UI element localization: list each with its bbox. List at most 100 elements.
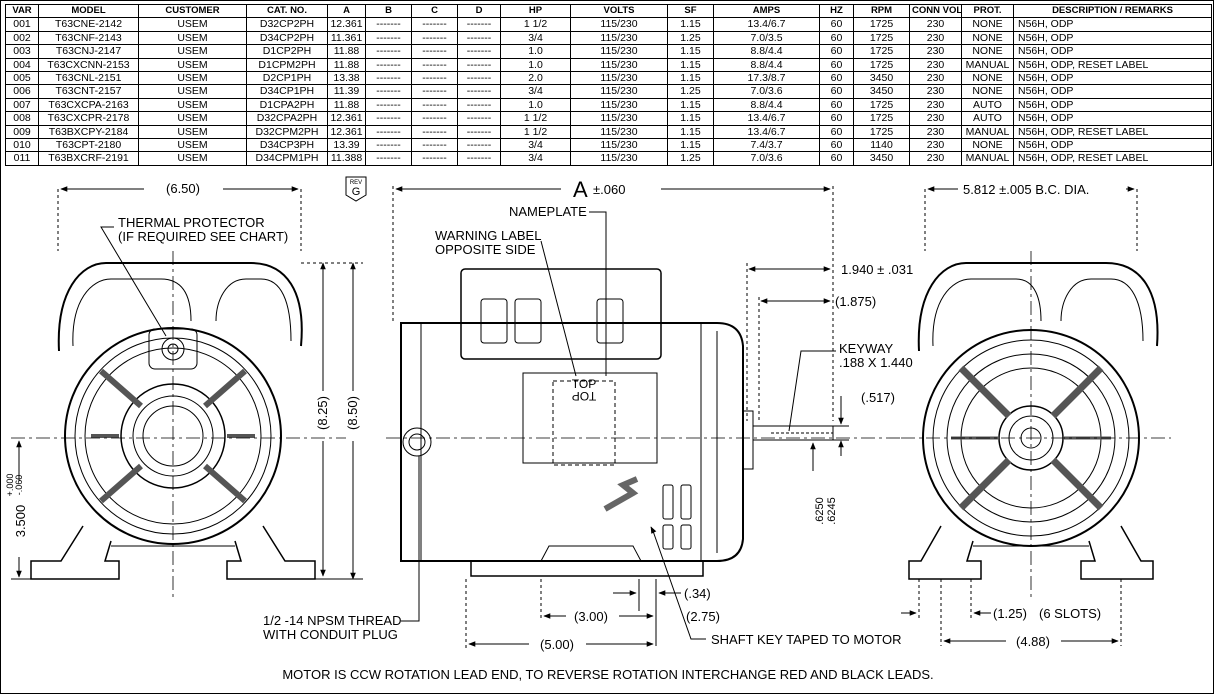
column-header: C [411, 3, 458, 19]
keyway-size-label: .188 X 1.440 [839, 355, 913, 370]
warning-label-line1: WARNING LABEL [435, 228, 541, 243]
table-cell: ------- [457, 30, 501, 46]
column-header: CAT. NO. [246, 3, 328, 19]
top-label: TOP [572, 377, 596, 391]
table-cell: USEM [138, 71, 247, 86]
table-cell: MANUAL [961, 124, 1014, 140]
table-cell: USEM [138, 124, 247, 140]
table-cell: 230 [909, 97, 962, 113]
column-header: VAR [5, 3, 39, 19]
table-cell: ------- [457, 111, 501, 126]
table-cell: 11.88 [327, 44, 366, 59]
side-view-labels: A ±.060 NAMEPLATE WARNING LABEL OPPOSITE… [263, 177, 913, 652]
table-cell: ------- [411, 151, 458, 166]
table-cell: ------- [457, 17, 501, 32]
thermal-protector-note: (IF REQUIRED SEE CHART) [118, 229, 288, 244]
table-cell: 60 [819, 124, 854, 140]
table-cell: ------- [411, 138, 458, 153]
table-cell: ------- [365, 138, 412, 153]
table-cell: 115/230 [570, 44, 668, 59]
table-cell: 007 [5, 97, 39, 113]
table-cell: 1725 [853, 30, 910, 46]
table-cell: 7.4/3.7 [713, 138, 820, 153]
table-cell: USEM [138, 30, 247, 46]
table-cell: 13.4/6.7 [713, 17, 820, 32]
bolt-circle-label: 5.812 ±.005 B.C. DIA. [963, 182, 1089, 197]
table-cell: 1140 [853, 138, 910, 153]
table-cell: D1CPM2PH [246, 57, 328, 73]
table-cell: 005 [5, 71, 39, 86]
table-cell: 002 [5, 30, 39, 46]
table-cell: 12.361 [327, 17, 366, 32]
footer-note: MOTOR IS CCW ROTATION LEAD END, TO REVER… [282, 667, 934, 682]
table-cell: T63CNL-2151 [38, 71, 139, 86]
table-cell: ------- [457, 138, 501, 153]
table-cell: 13.38 [327, 71, 366, 86]
dim-488-label: (4.88) [1016, 634, 1050, 649]
column-header: B [365, 3, 412, 19]
table-cell: ------- [365, 71, 412, 86]
table-cell: 60 [819, 17, 854, 32]
table-cell: ------- [411, 71, 458, 86]
table-cell: 230 [909, 138, 962, 153]
conduit-plug-label: WITH CONDUIT PLUG [263, 627, 398, 642]
column-header: D [457, 3, 501, 19]
dim-850-label: (8.50) [345, 396, 360, 430]
rev-letter: G [352, 186, 361, 198]
npsm-thread-label: 1/2 -14 NPSM THREAD [263, 613, 401, 628]
dim-300-label: (3.00) [574, 609, 608, 624]
table-cell: ------- [365, 124, 412, 140]
table-cell: 1.0 [500, 97, 571, 113]
table-cell: 115/230 [570, 71, 668, 86]
table-cell: 1.15 [667, 124, 714, 140]
table-cell: D34CP1PH [246, 84, 328, 99]
column-header: AMPS [713, 3, 820, 19]
top-label-inverted: TOP [572, 389, 596, 403]
dim-1875-label: (1.875) [835, 294, 876, 309]
revision-badge: REV G [345, 176, 367, 202]
table-cell: 3/4 [500, 84, 571, 99]
table-cell: T63CXCPA-2163 [38, 97, 139, 113]
warning-label-line2: OPPOSITE SIDE [435, 242, 536, 257]
dim-1940-label: 1.940 ± .031 [841, 262, 913, 277]
table-cell: ------- [411, 124, 458, 140]
dim-125-label: (1.25) [993, 606, 1027, 621]
table-cell: T63CNE-2142 [38, 17, 139, 32]
table-cell: 230 [909, 124, 962, 140]
table-cell: D32CPM2PH [246, 124, 328, 140]
table-cell: ------- [365, 57, 412, 73]
dim-275-label: (2.75) [686, 609, 720, 624]
table-cell: 230 [909, 44, 962, 59]
table-cell: USEM [138, 57, 247, 73]
table-cell: MANUAL [961, 151, 1014, 166]
table-cell: 11.361 [327, 30, 366, 46]
column-header: MODEL [38, 3, 139, 19]
table-cell: 60 [819, 138, 854, 153]
table-cell: ------- [457, 97, 501, 113]
table-cell: N56H, ODP, RESET LABEL [1013, 151, 1212, 166]
table-cell: T63CXCNN-2153 [38, 57, 139, 73]
lead-end-view [11, 186, 363, 601]
table-cell: USEM [138, 44, 247, 59]
column-header: HZ [819, 3, 854, 19]
dim-width-label: (6.50) [166, 181, 200, 196]
lead-end-view-labels: (6.50) THERMAL PROTECTOR (IF REQUIRED SE… [5, 181, 360, 537]
table-cell: 1.25 [667, 84, 714, 99]
table-cell: ------- [365, 44, 412, 59]
slots-label: (6 SLOTS) [1039, 606, 1101, 621]
dim-3500-tol-plus: +.000 [5, 474, 15, 497]
table-cell: N56H, ODP, RESET LABEL [1013, 124, 1212, 140]
dim-34-label: (.34) [684, 586, 711, 601]
thermal-protector-label: THERMAL PROTECTOR [118, 215, 265, 230]
table-cell: USEM [138, 84, 247, 99]
dim-3500-label: 3.500 [13, 505, 28, 538]
